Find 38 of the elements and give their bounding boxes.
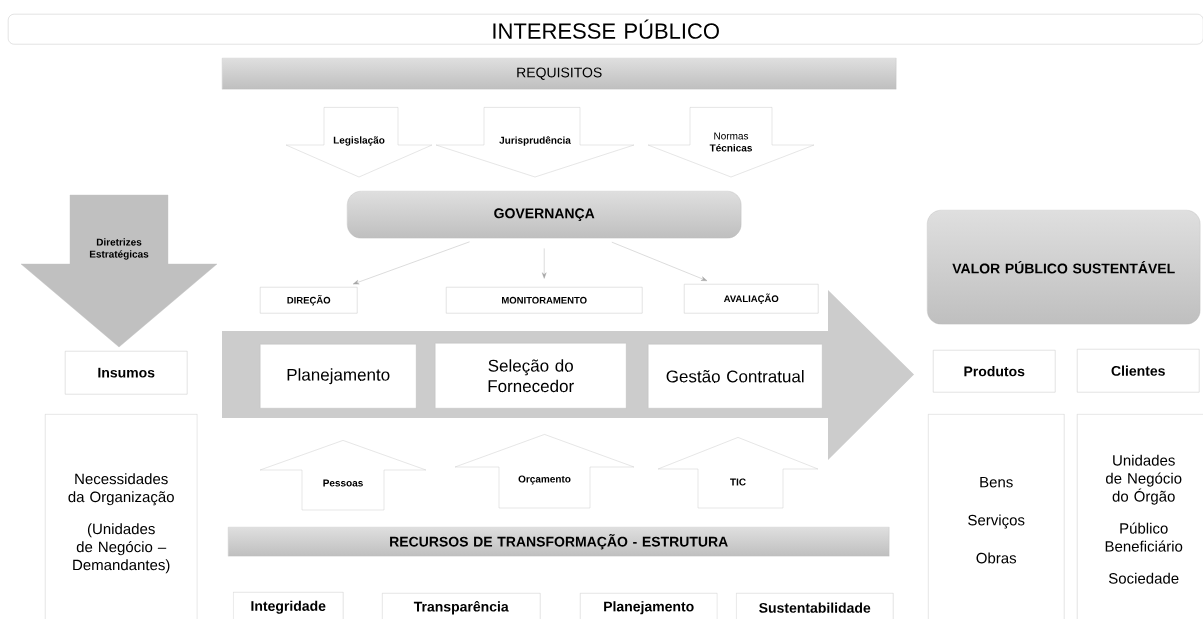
edge-label: Pessoas <box>323 479 363 487</box>
block-arrow <box>20 194 218 348</box>
text-box: Clientes <box>1077 349 1200 393</box>
header-bar: RECURSOS DE TRANSFORMAÇÃO - ESTRUTURA <box>228 527 890 557</box>
label-box: AVALIAÇÃO <box>684 284 819 314</box>
arrow <box>541 248 547 279</box>
label-box: MONITORAMENTO <box>446 287 643 314</box>
block-arrow <box>647 107 815 178</box>
block-arrow <box>285 107 433 178</box>
governance-box: GOVERNANÇA <box>347 191 742 239</box>
edge-label: Orçamento <box>518 475 571 485</box>
block-arrow <box>657 437 819 509</box>
header-bar: REQUISITOS <box>222 58 897 90</box>
edge-label: Normas Técnicas <box>709 132 752 152</box>
text-box: Transparência <box>382 593 541 619</box>
text-box: Planejamento <box>580 593 718 619</box>
text-box: Sustentabilidade <box>736 593 894 619</box>
block-arrow <box>454 434 635 509</box>
label-box: DIREÇÃO <box>260 287 358 314</box>
arrow <box>352 241 470 285</box>
text-box: Produtos <box>933 350 1056 393</box>
arrow <box>611 241 708 281</box>
edge-label: Legislação <box>333 136 385 146</box>
block-arrow <box>435 107 635 178</box>
text-box: Necessidades da Organização (Unidades de Negócio – Demandantes) <box>45 414 198 619</box>
process-box: Seleção do Fornecedor <box>435 343 627 409</box>
process-box: Gestão Contratual <box>648 344 823 409</box>
text-box: Bens Serviços Obras <box>928 414 1065 619</box>
title-banner: INTERESSE PÚBLICO <box>8 14 1203 45</box>
process-box: Planejamento <box>260 344 417 409</box>
text-box: Unidades de Negócio do Órgão Público Beneficiário Sociedade <box>1077 414 1203 619</box>
edge-label: Diretrizes Estratégicas <box>89 238 149 260</box>
value-box: VALOR PÚBLICO SUSTENTÁVEL <box>927 210 1201 325</box>
block-arrow <box>259 440 427 511</box>
edge-label: TIC <box>730 478 746 486</box>
edge-label: Jurisprudência <box>499 136 571 146</box>
text-box: Insumos <box>65 351 188 395</box>
text-box: Integridade <box>233 592 344 619</box>
